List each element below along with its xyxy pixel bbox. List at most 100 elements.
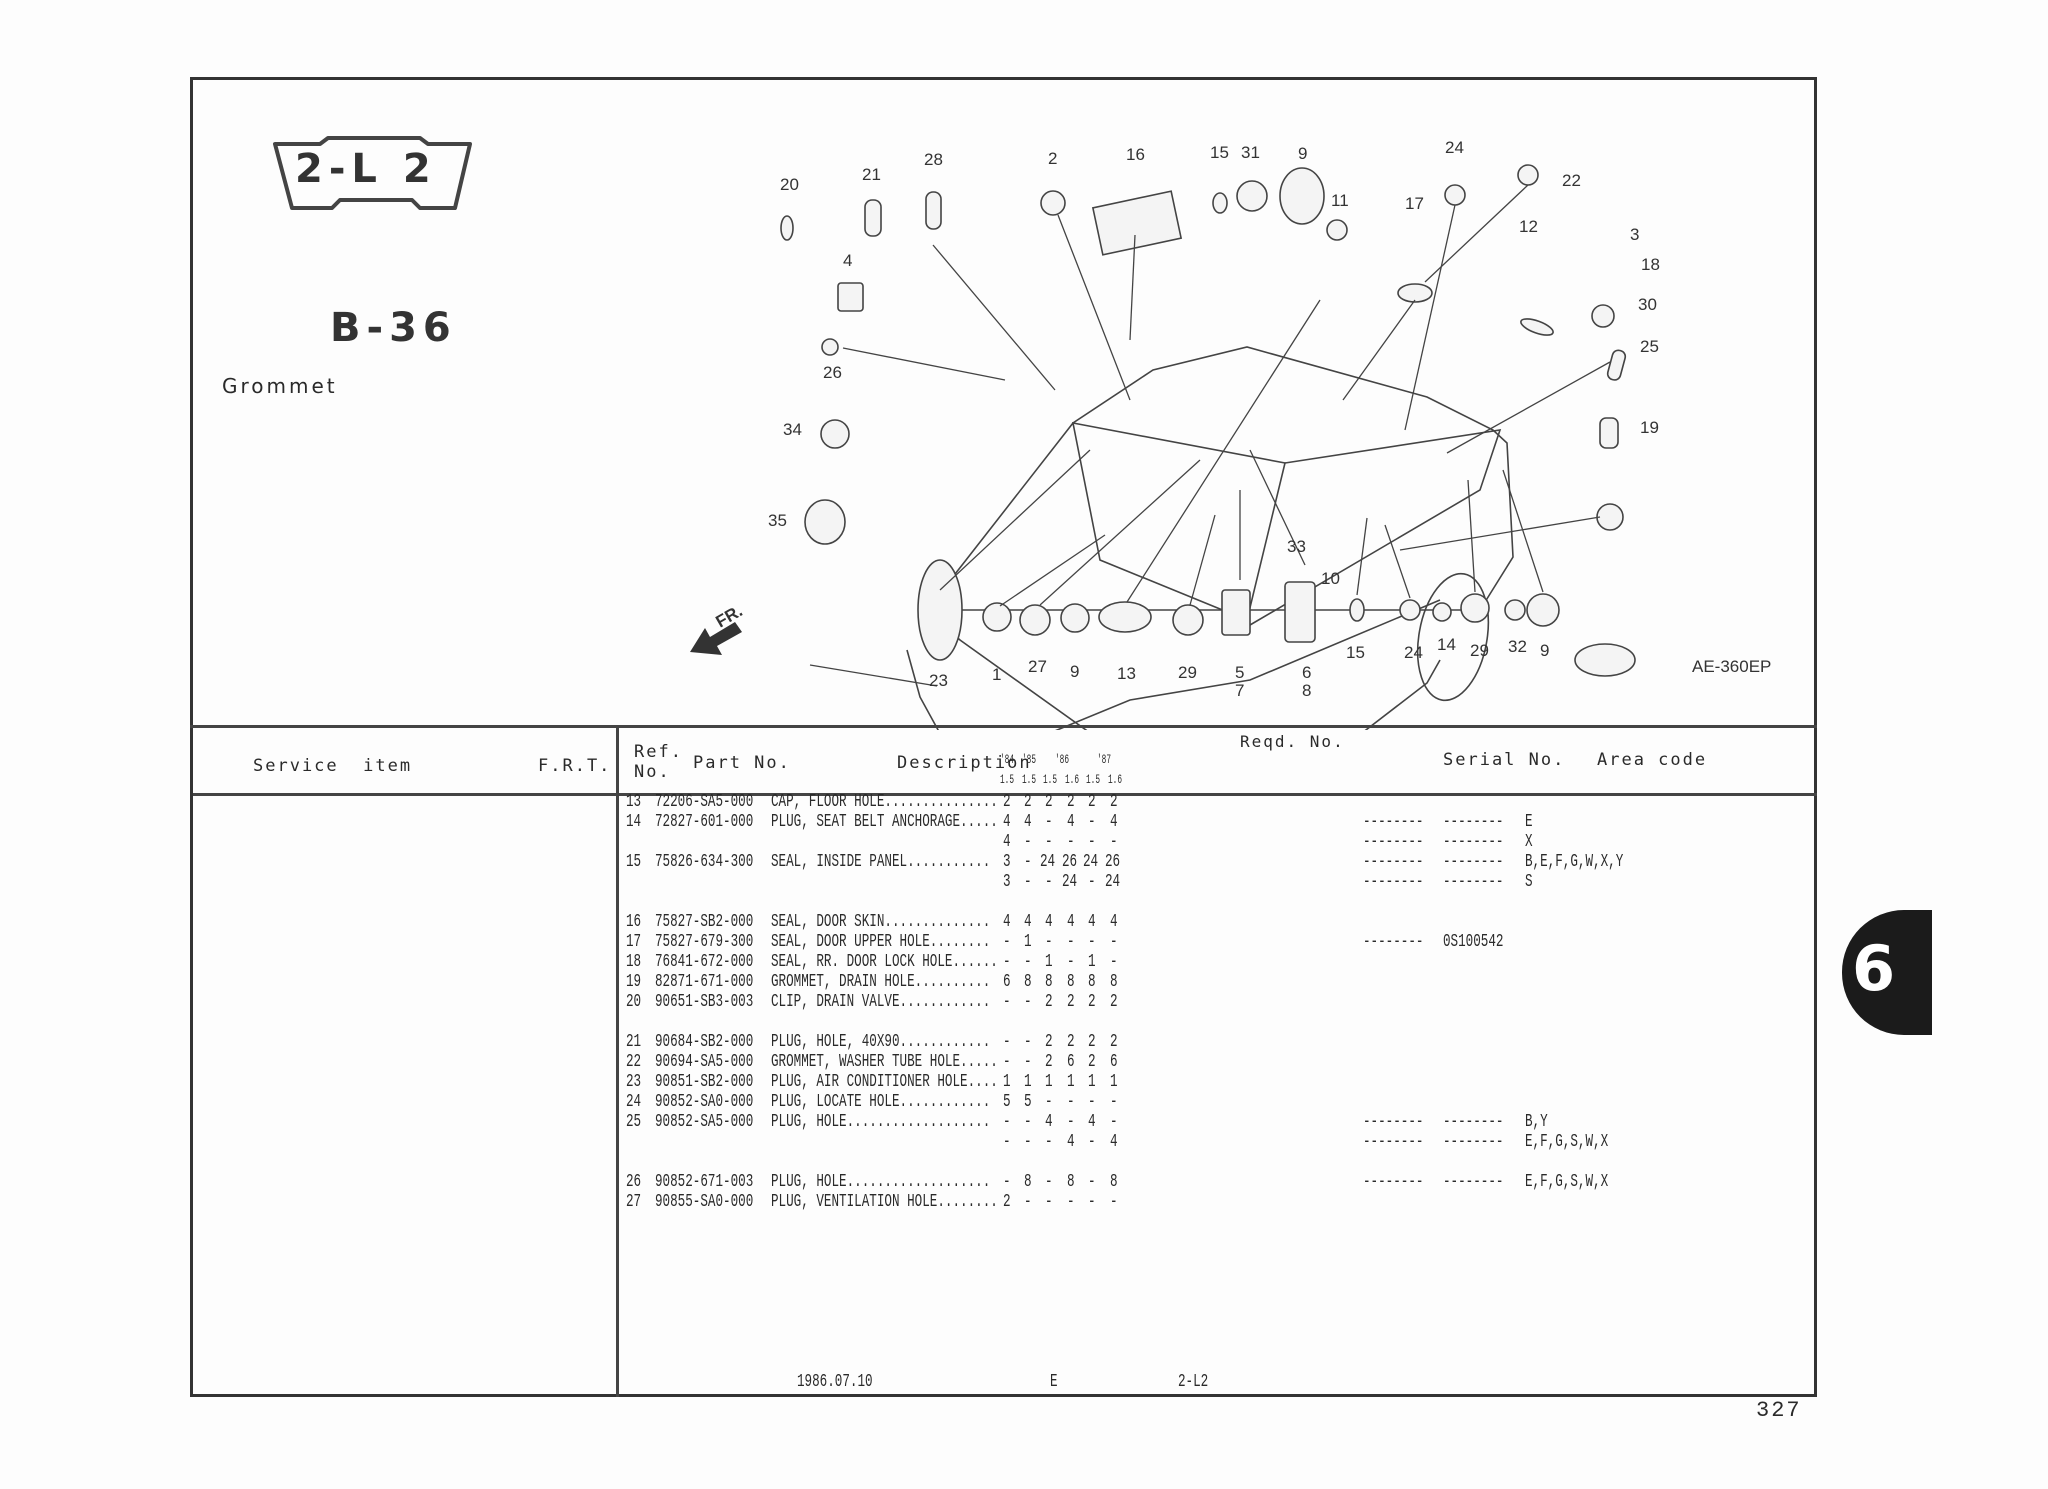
serial-from: --------: [1363, 872, 1424, 892]
description: SEAL, INSIDE PANEL...........: [771, 852, 991, 872]
callout: 27: [1028, 657, 1047, 676]
qty: -: [1003, 932, 1011, 952]
section-tab[interactable]: 6: [1842, 910, 1932, 1035]
qty: 4: [1110, 1132, 1118, 1152]
qty: 1: [1045, 952, 1053, 972]
frt-header: F.R.T.: [538, 756, 612, 776]
part-no-header: Part No.: [693, 753, 791, 773]
callout: 2: [1048, 149, 1057, 168]
front-arrow: FR.: [690, 601, 746, 655]
area-code: X: [1525, 832, 1533, 852]
engine-col: 1.5: [1043, 772, 1058, 787]
qty: -: [1024, 1112, 1032, 1132]
callout: 29: [1178, 663, 1197, 682]
part-number: 75826-634-300: [655, 852, 754, 872]
callout: 26: [823, 363, 842, 382]
callout: 32: [1508, 637, 1527, 656]
qty: -: [1110, 832, 1118, 852]
qty: 1: [1110, 1072, 1118, 1092]
qty: -: [1067, 1112, 1075, 1132]
description: SEAL, DOOR SKIN..............: [771, 912, 991, 932]
serial-from: --------: [1363, 812, 1424, 832]
ref-no: 27: [626, 1192, 642, 1212]
serial-no-header: Serial No.: [1443, 750, 1566, 770]
callout: 17: [1405, 194, 1424, 213]
engine-col: 1.5: [1022, 772, 1037, 787]
qty: 4: [1045, 912, 1053, 932]
qty: 4: [1088, 912, 1096, 932]
qty: 3: [1003, 872, 1011, 892]
qty: 4: [1003, 912, 1011, 932]
footer-date: 1986.07.10: [797, 1372, 873, 1392]
description-header: Description: [897, 753, 1032, 773]
engine-col: 1.6: [1065, 772, 1080, 787]
part-number: 90852-671-003: [655, 1172, 754, 1192]
qty: 4: [1110, 912, 1118, 932]
section-tab-label: 6: [1852, 932, 1896, 1005]
qty: -: [1110, 932, 1118, 952]
qty: -: [1024, 1052, 1032, 1072]
qty: 8: [1045, 972, 1053, 992]
qty: 24: [1040, 852, 1056, 872]
qty: -: [1110, 1112, 1118, 1132]
part-number: 90684-SB2-000: [655, 1032, 754, 1052]
area-code-header: Area code: [1597, 750, 1708, 770]
qty: -: [1003, 1112, 1011, 1132]
qty: 6: [1110, 1052, 1118, 1072]
description: PLUG, HOLE, 40X90............: [771, 1032, 991, 1052]
callout: 12: [1519, 217, 1538, 236]
qty: -: [1067, 1192, 1075, 1212]
callout: 34: [783, 420, 802, 439]
header-divider: [193, 793, 1817, 796]
qty: -: [1088, 1092, 1096, 1112]
qty: -: [1024, 872, 1032, 892]
callout: 16: [1126, 145, 1145, 164]
callout-labels: 20 21 28 2 16 15 31 9 11 24 17 22 12 3 1…: [768, 138, 1660, 700]
qty: 8: [1110, 1172, 1118, 1192]
callout: 9: [1070, 662, 1079, 681]
ref-no: 17: [626, 932, 642, 952]
callout: 23: [929, 671, 948, 690]
qty: 1: [1088, 1072, 1096, 1092]
qty: 4: [1024, 812, 1032, 832]
ref-no: 16: [626, 912, 642, 932]
qty: 4: [1003, 832, 1011, 852]
callout: 15: [1346, 643, 1365, 662]
qty: -: [1088, 812, 1096, 832]
qty: 1: [1067, 1072, 1075, 1092]
ref-no: 26: [626, 1172, 642, 1192]
qty: 8: [1067, 1172, 1075, 1192]
serial-from: --------: [1363, 1132, 1424, 1152]
description: PLUG, SEAT BELT ANCHORAGE.....: [771, 812, 998, 832]
serial-to: 0S100542: [1443, 932, 1504, 952]
description: PLUG, LOCATE HOLE............: [771, 1092, 991, 1112]
qty: -: [1067, 1092, 1075, 1112]
qty: 2: [1045, 992, 1053, 1012]
ref-no: 24: [626, 1092, 642, 1112]
ref-no: 22: [626, 1052, 642, 1072]
callout: 35: [768, 511, 787, 530]
year-87: '87: [1097, 752, 1112, 767]
callout: 30: [1638, 295, 1657, 314]
qty: -: [1045, 1192, 1053, 1212]
serial-from: --------: [1363, 1172, 1424, 1192]
area-code: E,F,G,S,W,X: [1525, 1132, 1609, 1152]
callout: 31: [1241, 143, 1260, 162]
qty: -: [1067, 952, 1075, 972]
part-number: 90694-SA5-000: [655, 1052, 754, 1072]
qty: 1: [1024, 1072, 1032, 1092]
callout: 13: [1117, 664, 1136, 683]
footer-group-ref: 2-L2: [1178, 1372, 1209, 1392]
qty: -: [1003, 1132, 1011, 1152]
callout: 8: [1302, 681, 1311, 700]
description: SEAL, DOOR UPPER HOLE........: [771, 932, 991, 952]
area-code: B,Y: [1525, 1112, 1548, 1132]
area-code: S: [1525, 872, 1533, 892]
qty: 4: [1067, 912, 1075, 932]
qty: -: [1110, 1092, 1118, 1112]
qty: 2: [1045, 1032, 1053, 1052]
serial-from: --------: [1363, 852, 1424, 872]
callout: 24: [1404, 643, 1423, 662]
